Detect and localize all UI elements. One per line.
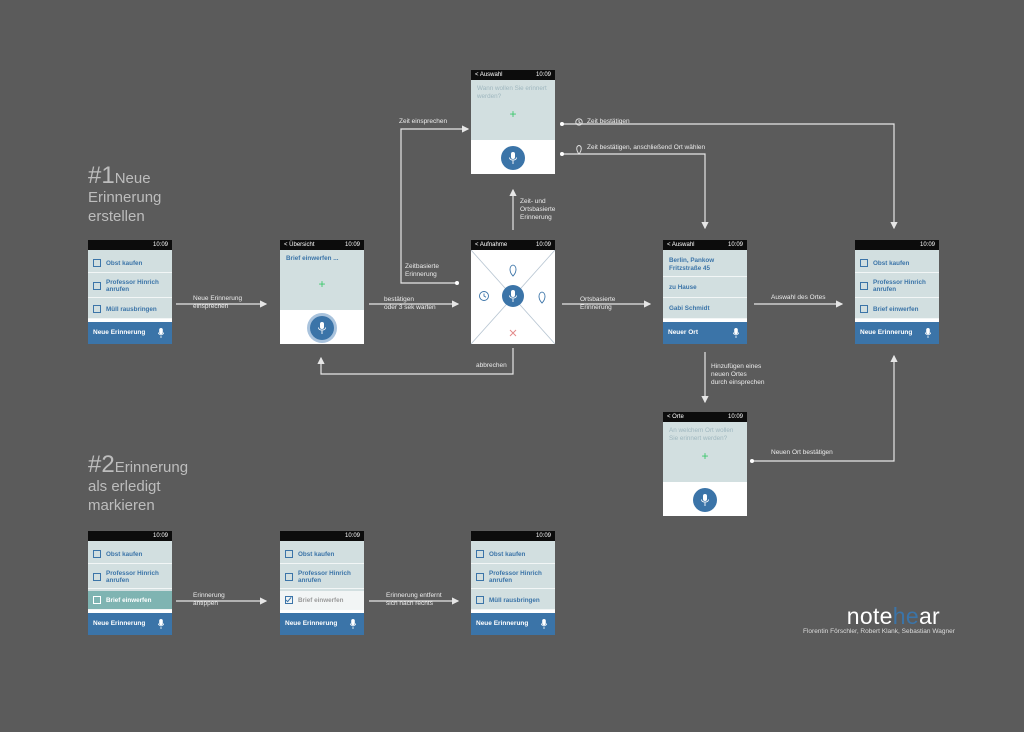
- checkbox-icon[interactable]: [285, 550, 293, 558]
- back-link[interactable]: < Übersicht: [284, 242, 315, 248]
- clock-icon: [575, 118, 583, 126]
- checkbox-icon[interactable]: [476, 573, 484, 581]
- gesture-pad[interactable]: [471, 250, 555, 344]
- list-item[interactable]: Obst kaufen: [88, 545, 172, 564]
- microphone-icon: [733, 328, 739, 338]
- arrow-neuen-ort: [752, 354, 898, 462]
- checkbox-icon[interactable]: [860, 259, 868, 267]
- checked-checkbox-icon[interactable]: [285, 596, 293, 604]
- arrow-abbrechen: [317, 348, 514, 375]
- record-button[interactable]: [693, 488, 717, 512]
- back-link[interactable]: < Auswahl: [475, 72, 503, 78]
- microphone-icon: [158, 619, 164, 629]
- list-item[interactable]: Obst kaufen: [855, 254, 939, 273]
- arrow-zeitbasiert: [400, 125, 470, 284]
- checkbox-icon[interactable]: [93, 596, 101, 604]
- label-zeit-einsprechen: Zeit einsprechen: [399, 118, 448, 125]
- location-item[interactable]: Gabi Schmidt: [663, 298, 747, 319]
- list-item[interactable]: Obst kaufen: [280, 545, 364, 564]
- arrow-zeit-bestaetigen: [562, 123, 898, 230]
- list-item[interactable]: Müll rausbringen: [471, 591, 555, 610]
- list-item[interactable]: Brief einwerfen: [855, 300, 939, 319]
- record-button[interactable]: [501, 146, 525, 170]
- list-item[interactable]: Obst kaufen: [88, 254, 172, 273]
- microphone-icon: [318, 322, 326, 334]
- label-neuen-ort: Neuen Ort bestätigen: [771, 449, 833, 456]
- new-reminder-button[interactable]: Neue Erinnerung: [855, 322, 939, 344]
- list-item[interactable]: Obst kaufen: [471, 545, 555, 564]
- location-item[interactable]: zu Hause: [663, 277, 747, 298]
- microphone-icon: [158, 328, 164, 338]
- new-reminder-button[interactable]: Neue Erinnerung: [471, 613, 555, 635]
- new-reminder-button[interactable]: Neue Erinnerung: [88, 322, 172, 344]
- back-link[interactable]: < Aufnahme: [475, 242, 508, 248]
- microphone-icon: [925, 328, 931, 338]
- back-link[interactable]: < Orte: [667, 414, 684, 420]
- checkbox-icon[interactable]: [285, 573, 293, 581]
- microphone-icon: [701, 494, 709, 506]
- microphone-icon: [541, 619, 547, 629]
- list-item-selected[interactable]: Brief einwerfen: [88, 591, 172, 610]
- checkbox-icon[interactable]: [860, 305, 868, 313]
- microphone-icon: [350, 619, 356, 629]
- list-item-done[interactable]: Brief einwerfen: [280, 591, 364, 610]
- credits: Florentin Förschler, Robert Klank, Sebas…: [803, 628, 955, 635]
- checkbox-icon[interactable]: [860, 282, 868, 290]
- plus-icon[interactable]: +: [701, 449, 709, 463]
- back-link[interactable]: < Auswahl: [667, 242, 695, 248]
- checkbox-icon[interactable]: [93, 259, 101, 267]
- status-bar: 10:09: [88, 240, 172, 250]
- label-auswahl-ort: Auswahl des Ortes: [771, 294, 826, 301]
- checkbox-icon[interactable]: [93, 573, 101, 581]
- checkbox-icon[interactable]: [476, 596, 484, 604]
- pin-icon: [576, 145, 582, 155]
- checkbox-icon[interactable]: [93, 305, 101, 313]
- list-item[interactable]: Müll rausbringen: [88, 300, 172, 319]
- new-reminder-button[interactable]: Neue Erinnerung: [280, 613, 364, 635]
- checkbox-icon[interactable]: [476, 550, 484, 558]
- new-reminder-button[interactable]: Neue Erinnerung: [88, 613, 172, 635]
- label-abbrechen: abbrechen: [476, 362, 507, 369]
- checkbox-icon[interactable]: [93, 282, 101, 290]
- arrow-zeit-ort: [562, 153, 709, 230]
- label-zeit-bestaetigen: Zeit bestätigen: [587, 118, 630, 125]
- new-place-button[interactable]: Neuer Ort: [663, 322, 747, 344]
- record-button[interactable]: [310, 316, 334, 340]
- checkbox-icon[interactable]: [93, 550, 101, 558]
- brand-logo: notehear: [846, 603, 940, 629]
- microphone-icon: [509, 152, 517, 164]
- plus-icon[interactable]: +: [509, 107, 517, 121]
- label-zeit-ort-waehlen: Zeit bestätigen, anschließend Ort wählen: [587, 144, 706, 151]
- plus-icon[interactable]: +: [318, 277, 326, 291]
